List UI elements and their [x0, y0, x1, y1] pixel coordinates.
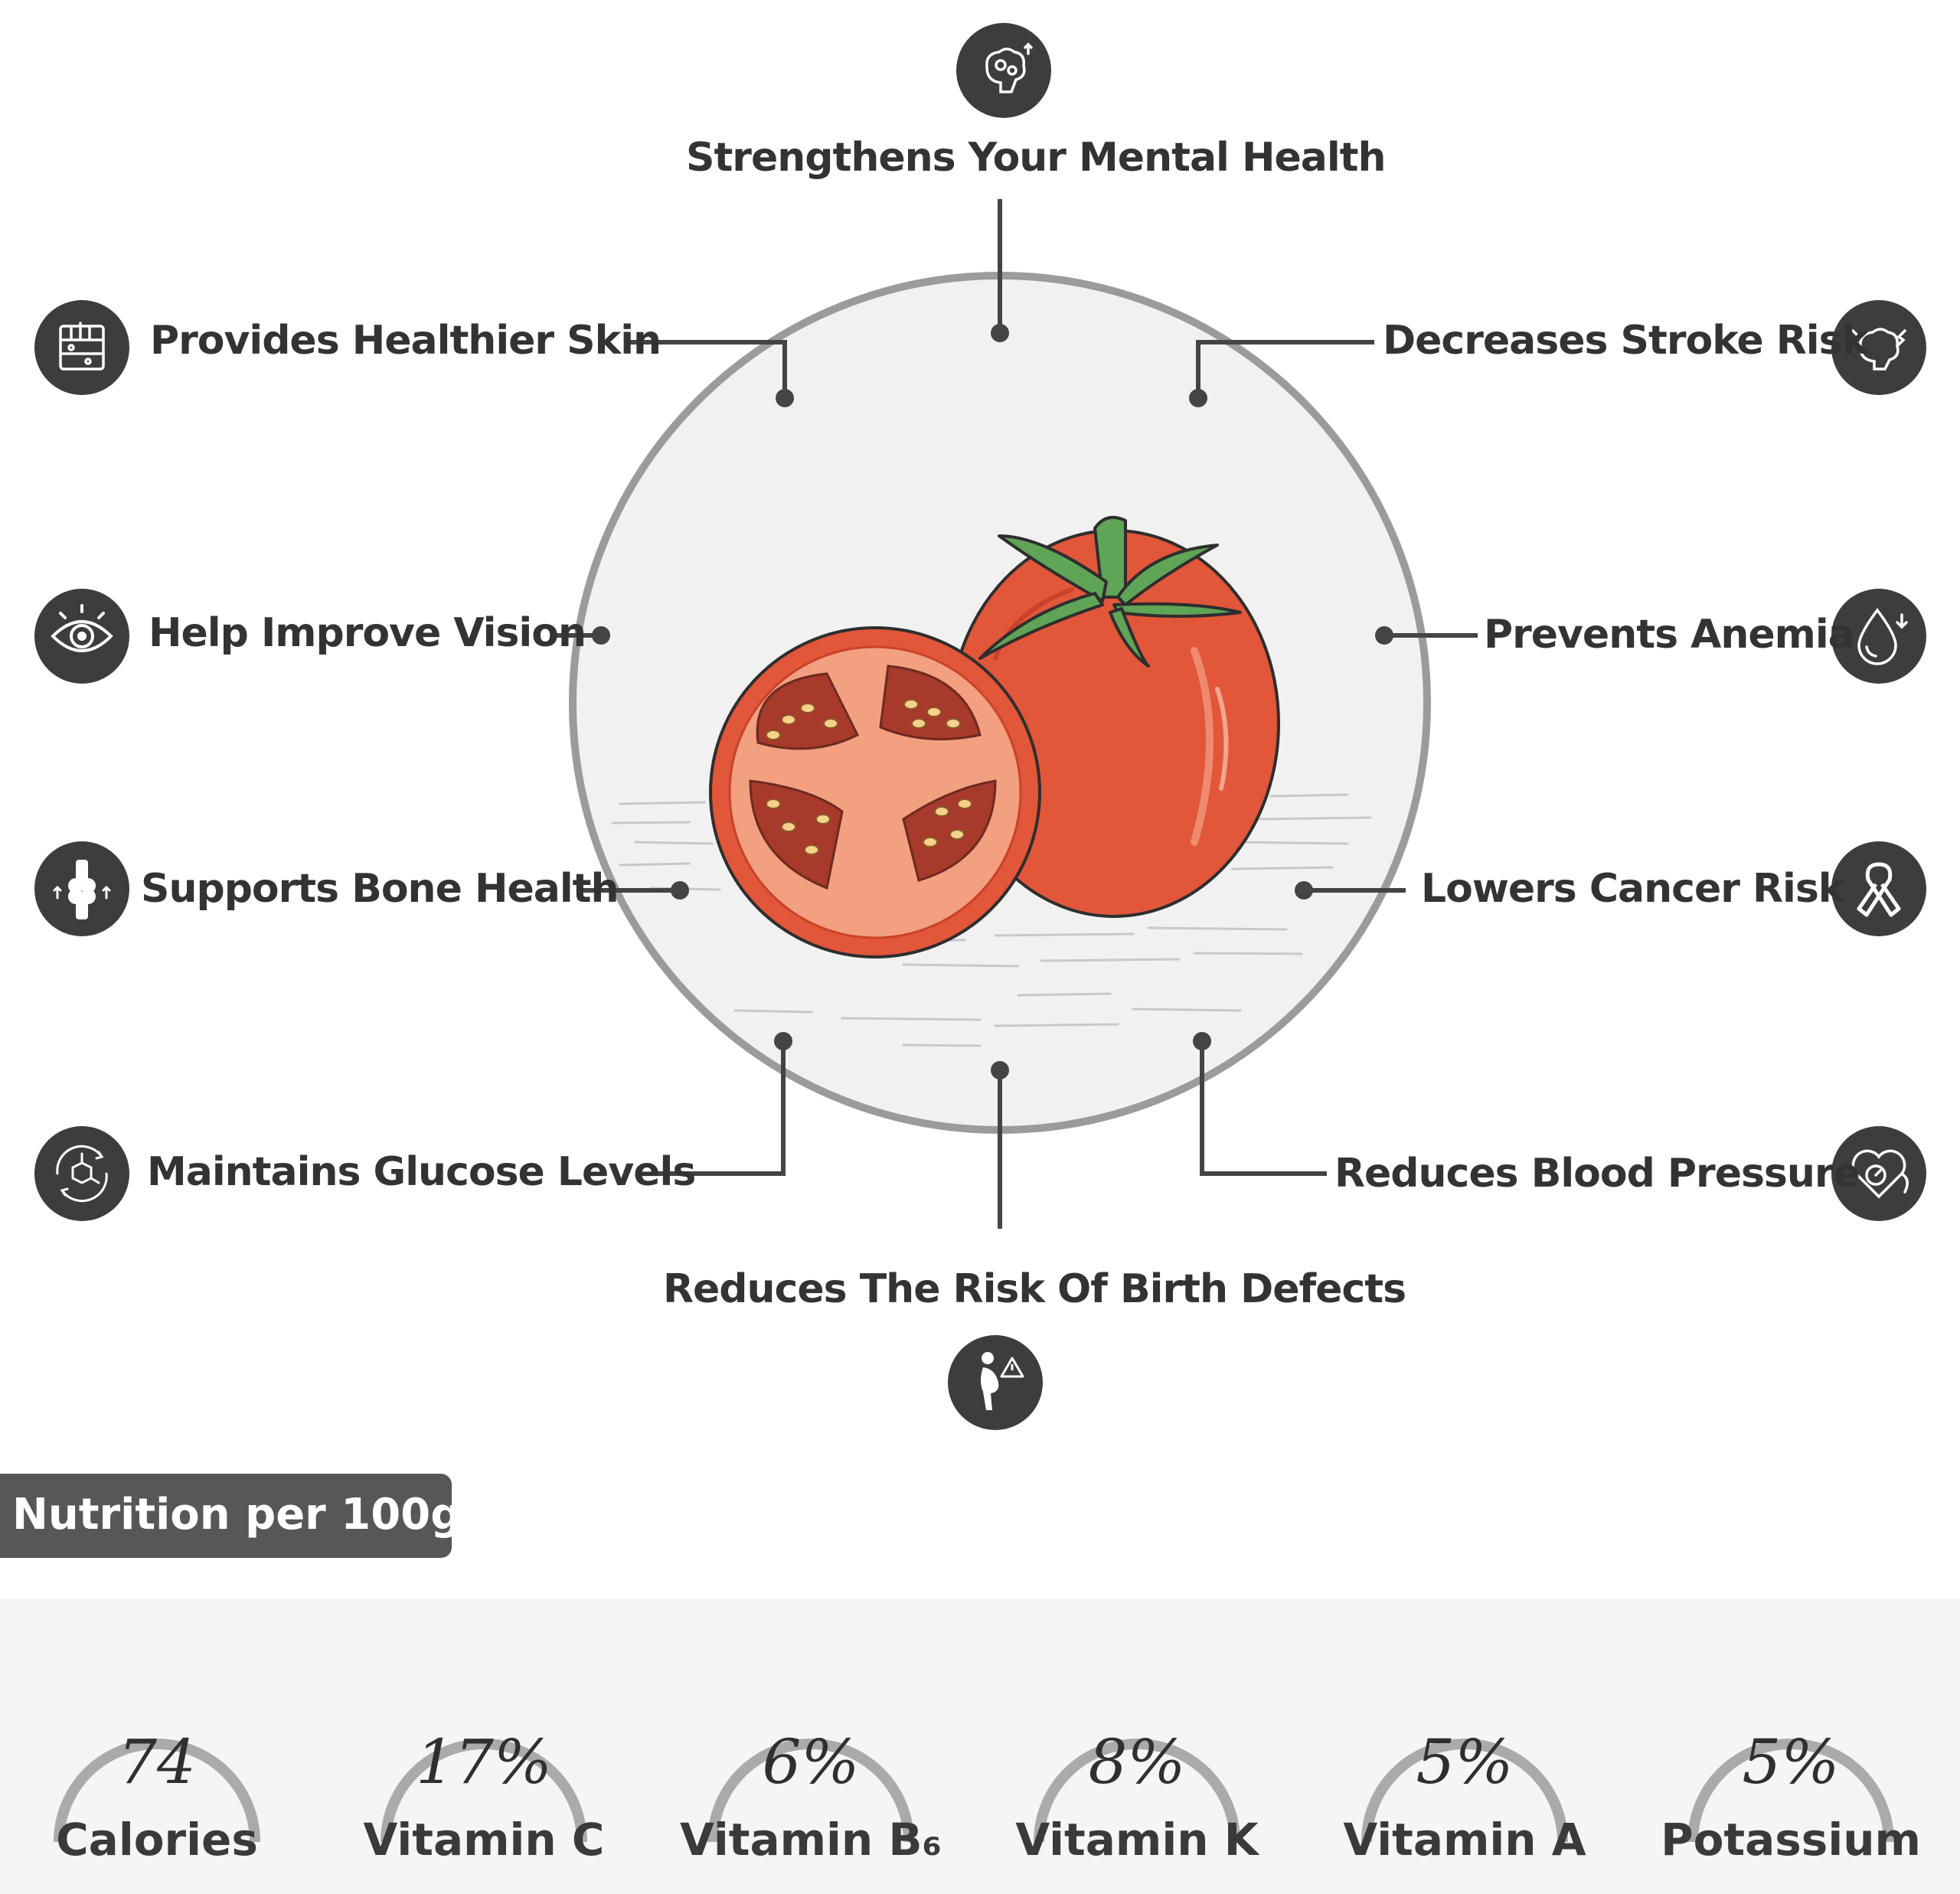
nutrient-value: 5%: [1742, 1726, 1840, 1798]
nutrition-panel: 74 Calories 17% Vitamin C 6% Vitamin B₆ …: [0, 1598, 1960, 1894]
gauge-arc: [1687, 1739, 1894, 1843]
gauge-arc: [1034, 1739, 1240, 1843]
gauge-arc: [707, 1739, 914, 1843]
benefit-label-glucose: Maintains Glucose Levels: [147, 1149, 696, 1195]
nutrient-gauge-vitamin-k: 8% Vitamin K: [1015, 1647, 1258, 1877]
skin-layers-icon: [34, 300, 129, 395]
nutrient-gauge-vitamin-a: 5% Vitamin A: [1343, 1647, 1586, 1877]
nutrient-label: Potassium: [1661, 1814, 1921, 1866]
heart-pressure-icon: [1831, 1126, 1926, 1221]
nutrient-label: Calories: [56, 1814, 258, 1866]
nutrition-title: Nutrition per 100g: [12, 1490, 462, 1540]
nutrient-label: Vitamin A: [1343, 1814, 1586, 1866]
nutrient-gauge-potassium: 5% Potassium: [1661, 1647, 1921, 1877]
nutrient-value: 8%: [1088, 1726, 1186, 1798]
nutrient-value: 74: [118, 1726, 196, 1798]
diagram-graphics: [551, 199, 1478, 1229]
benefit-label-mental-health: Strengthens Your Mental Health: [686, 135, 1387, 181]
nutrient-value: 17%: [416, 1726, 552, 1798]
benefit-label-cancer-risk: Lowers Cancer Risk: [1421, 866, 1844, 912]
connector-dots: [592, 324, 1393, 1079]
nutrient-gauge-vitamin-c: 17% Vitamin C: [364, 1647, 605, 1877]
benefit-label-bone-health: Supports Bone Health: [141, 866, 619, 912]
connector-lines: [551, 199, 1478, 1229]
benefit-label-stroke-risk: Decreases Stroke Risk: [1383, 318, 1868, 364]
nutrition-header-tab: Nutrition per 100g: [0, 1474, 461, 1558]
tomato-stem: [978, 515, 1242, 668]
benefit-label-birth-defects: Reduces The Risk Of Birth Defects: [663, 1266, 1406, 1312]
nutrient-gauge-vitamin-b6: 6% Vitamin B₆: [680, 1647, 942, 1877]
blood-drop-icon: [1831, 589, 1926, 684]
eye-icon: [34, 589, 129, 684]
benefit-label-vision: Help Improve Vision: [149, 610, 586, 656]
brain-lightning-icon: [1831, 300, 1926, 395]
benefit-label-anemia: Prevents Anemia: [1484, 612, 1855, 658]
benefit-label-healthier-skin: Provides Healthier Skin: [150, 318, 662, 364]
pregnancy-warning-icon: [948, 1335, 1043, 1430]
nutrient-value: 5%: [1416, 1726, 1514, 1798]
awareness-ribbon-icon: [1831, 841, 1926, 936]
benefits-diagram: Strengthens Your Mental Health Provides …: [34, 23, 1926, 1430]
gauge-arc: [54, 1739, 260, 1843]
gauge-arc: [1361, 1739, 1568, 1843]
nutrient-label: Vitamin B₆: [679, 1814, 942, 1866]
nutrient-gauge-calories: 74 Calories: [50, 1647, 264, 1877]
bone-joint-icon: [34, 841, 129, 936]
nutrient-label: Vitamin C: [363, 1814, 605, 1866]
benefit-label-blood-pressure: Reduces Blood Pressure: [1334, 1151, 1860, 1197]
gauge-arc: [381, 1739, 587, 1843]
half-tomato: [709, 626, 1041, 958]
brain-gears-icon: [956, 23, 1051, 118]
nutrient-value: 6%: [762, 1726, 860, 1798]
molecule-cycle-icon: [34, 1126, 129, 1221]
nutrient-label: Vitamin K: [1015, 1814, 1259, 1866]
